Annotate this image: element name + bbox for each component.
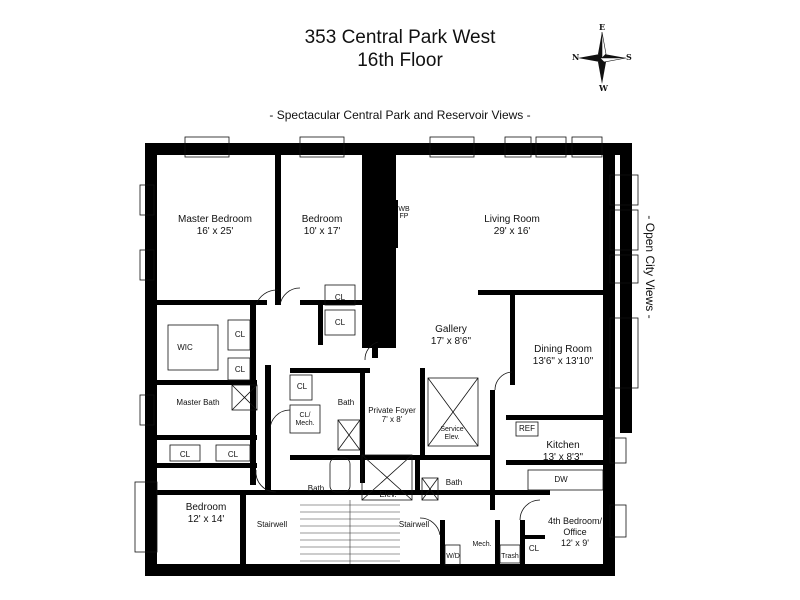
bedroom-4-name-line2: Office xyxy=(563,527,587,537)
bedroom-1-size: 10' x 17' xyxy=(303,226,341,237)
master-bedroom-name: Master Bedroom xyxy=(178,214,252,225)
private-foyer-size: 7' x 8' xyxy=(381,415,403,424)
bedroom-2-name: Bedroom xyxy=(185,502,227,513)
private-foyer-label: Private Foyer 7' x 8' xyxy=(364,406,420,424)
bath-label: Bath xyxy=(307,484,325,493)
wbfp-label: WBFP xyxy=(398,206,410,220)
bedroom-1-name: Bedroom xyxy=(301,214,343,225)
compass-south: S xyxy=(626,52,632,62)
refrigerator-label: REF xyxy=(519,424,535,433)
compass-rose: E N S W xyxy=(572,22,632,93)
dining-room-size: 13'6" x 13'10" xyxy=(532,356,594,367)
master-bedroom-label: Master Bedroom 16' x 25' xyxy=(172,214,258,238)
private-foyer-name: Private Foyer xyxy=(368,406,416,415)
dishwasher-label: DW xyxy=(554,475,568,484)
bedroom-4-name: 4th Bedroom/ xyxy=(547,516,603,526)
closet-label: CL xyxy=(234,365,246,374)
dining-room-name: Dining Room xyxy=(534,344,592,355)
living-room-size: 29' x 16' xyxy=(493,226,531,237)
gallery-size: 17' x 8'6" xyxy=(430,336,472,347)
building-address: 353 Central Park West xyxy=(304,27,496,48)
closet-label: CL xyxy=(179,450,191,459)
compass-east: E xyxy=(599,22,606,32)
dining-room-label: Dining Room 13'6" x 13'10" xyxy=(520,344,606,368)
compass-west: W xyxy=(599,83,608,93)
stairwell-label: Stairwell xyxy=(398,520,430,529)
closet-label: CL xyxy=(234,330,246,339)
bedroom-2-label: Bedroom 12' x 14' xyxy=(174,502,238,526)
compass-north: N xyxy=(572,52,580,62)
cl-mech-line1: CL/ xyxy=(299,412,311,419)
living-room-name: Living Room xyxy=(484,214,540,225)
gallery-name: Gallery xyxy=(435,324,467,335)
bath-label: Bath xyxy=(445,478,463,487)
washer-dryer-label: W/D xyxy=(446,553,460,560)
kitchen-name: Kitchen xyxy=(546,440,580,451)
service-elevator-line2: Elev. xyxy=(444,434,460,441)
bedroom-1-label: Bedroom 10' x 17' xyxy=(292,214,352,238)
closet-label: CL xyxy=(334,318,346,327)
cl-mech-line2: Mech. xyxy=(295,420,315,427)
elevator-label: Elev. xyxy=(379,490,397,499)
stairwell-label: Stairwell xyxy=(256,520,288,529)
floor-label: 16th Floor xyxy=(357,50,443,71)
closet-label: CL xyxy=(227,450,239,459)
bedroom-4-label: 4th Bedroom/ Office 12' x 9' xyxy=(543,516,607,549)
service-elevator-label: Service Elev. xyxy=(432,426,472,442)
cl-mech-label: CL/ Mech. xyxy=(290,412,320,428)
closet-label: CL xyxy=(334,293,346,302)
mech-label: Mech. xyxy=(472,541,492,548)
bedroom-2-size: 12' x 14' xyxy=(187,514,225,525)
kitchen-label: Kitchen 13' x 8'3" xyxy=(528,440,598,464)
views-top-caption: - Spectacular Central Park and Reservoir… xyxy=(269,108,531,122)
trash-label: Trash xyxy=(501,553,519,560)
living-room-label: Living Room 29' x 16' xyxy=(472,214,552,238)
service-elevator-line1: Service xyxy=(440,426,464,433)
compass-star-icon xyxy=(578,31,627,84)
master-bath-label: Master Bath xyxy=(176,398,220,407)
master-bedroom-size: 16' x 25' xyxy=(196,226,234,237)
bath-label: Bath xyxy=(337,398,355,407)
gallery-label: Gallery 17' x 8'6" xyxy=(416,324,486,348)
closet-label: CL xyxy=(528,544,540,553)
wic-label: WIC xyxy=(177,343,193,352)
kitchen-size: 13' x 8'3" xyxy=(542,452,584,463)
bedroom-4-size: 12' x 9' xyxy=(561,538,589,548)
closet-label: CL xyxy=(296,382,308,391)
